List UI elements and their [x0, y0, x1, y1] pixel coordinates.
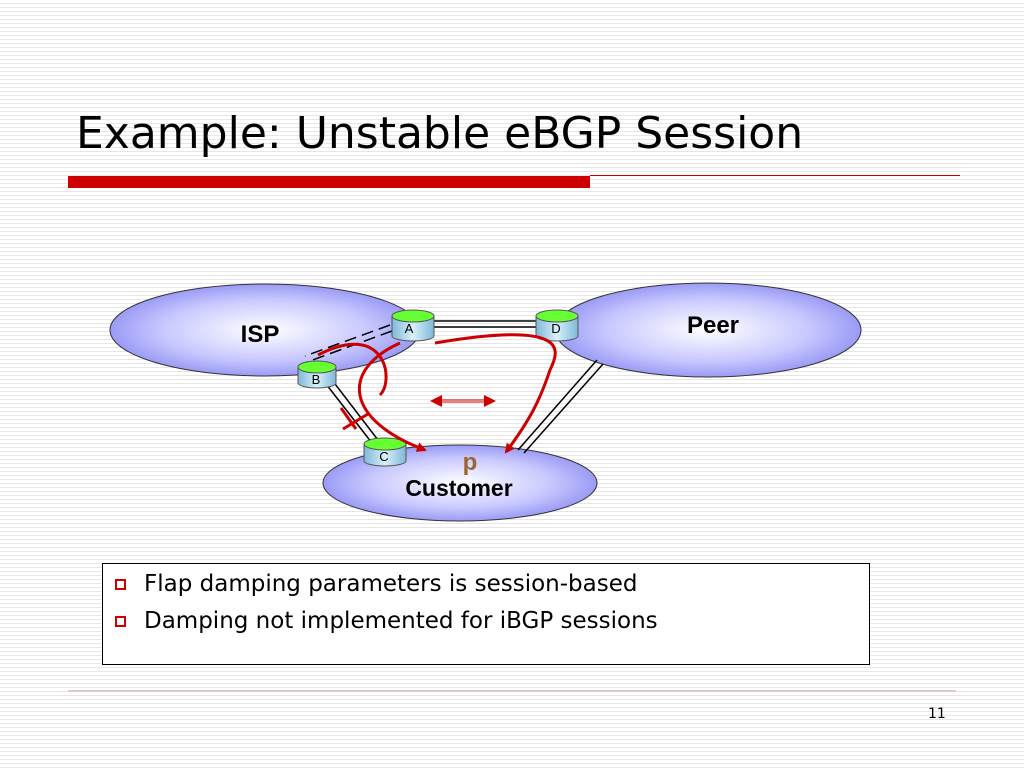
session-failure-mark [339, 407, 369, 431]
bgp-diagram: ISP Peer Customer p A D B C [109, 282, 862, 522]
router-a [391, 309, 435, 342]
bullet-list-box: Flap damping parameters is session-based… [102, 563, 870, 665]
title-underline-thin [590, 175, 960, 176]
router-a-label: A [405, 321, 414, 336]
router-b-label: B [312, 372, 321, 387]
prefix-label: p [463, 449, 478, 476]
route-arrow-b-to-customer [317, 342, 388, 397]
link-b-c [325, 379, 379, 444]
router-c [363, 437, 407, 467]
oscillation-arrow [430, 395, 496, 407]
peer-label: Peer [687, 312, 739, 339]
ibgp-link-a-b [304, 324, 393, 363]
router-d [535, 309, 579, 342]
router-d-label: D [551, 321, 560, 336]
isp-label: ISP [241, 321, 280, 348]
route-arrow-a-to-customer [357, 341, 427, 452]
title-underline-thick [68, 176, 590, 188]
router-b [297, 360, 337, 389]
bullet-text: Flap damping parameters is session-based [144, 571, 638, 597]
bullet-item: Flap damping parameters is session-based [115, 571, 637, 597]
square-bullet-icon [115, 615, 126, 627]
slide-title: Example: Unstable eBGP Session [76, 108, 804, 159]
footer-divider [68, 690, 956, 692]
page-number: 11 [928, 706, 946, 722]
route-arrow-d-to-customer [434, 333, 557, 454]
link-d-customer [517, 359, 604, 454]
bullet-text: Damping not implemented for iBGP session… [144, 608, 658, 634]
square-bullet-icon [115, 578, 126, 590]
router-c-label: C [379, 449, 388, 464]
customer-label: Customer [405, 475, 512, 501]
bullet-item: Damping not implemented for iBGP session… [115, 608, 658, 634]
link-a-d [430, 320, 542, 328]
